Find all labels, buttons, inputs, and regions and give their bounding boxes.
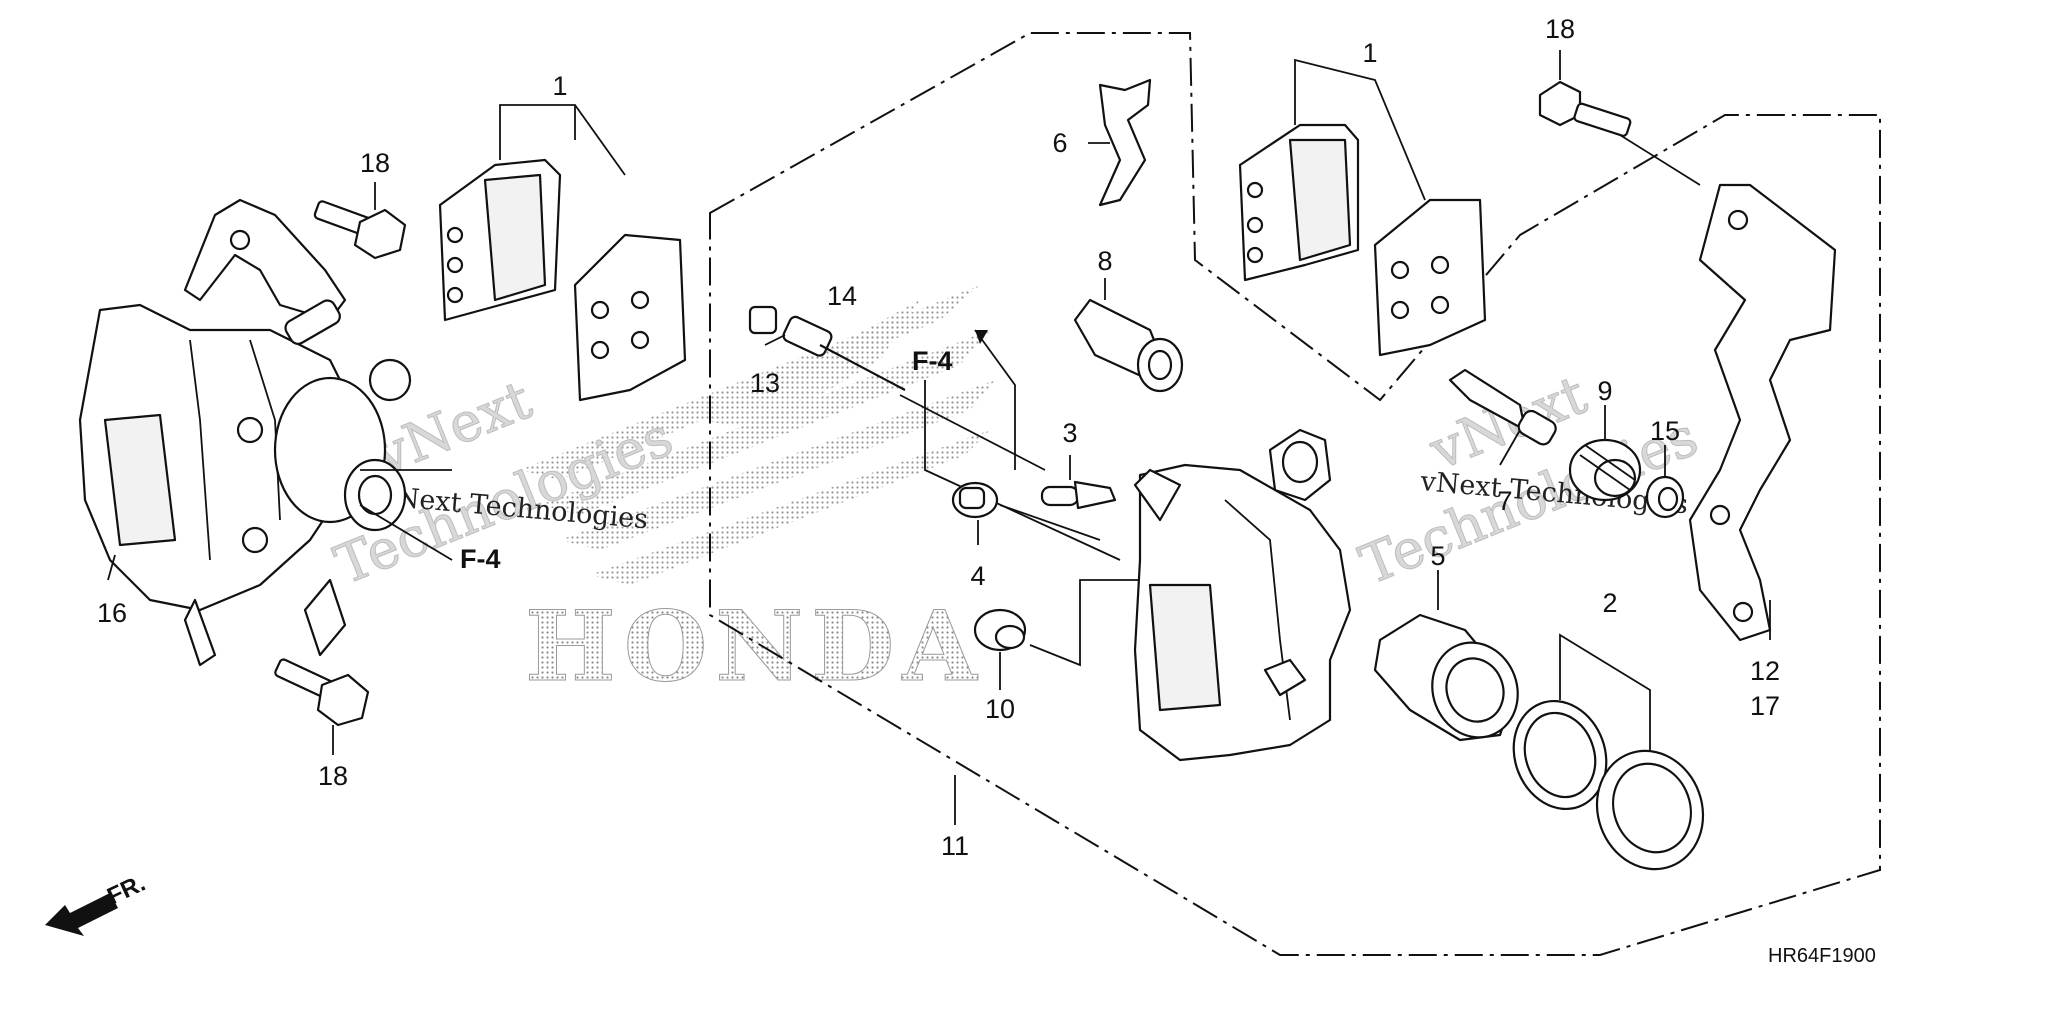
callout-9: 9 — [1597, 376, 1612, 406]
piston-5 — [1373, 613, 1519, 742]
bolt-18-top-right — [1538, 80, 1701, 186]
slide-pin-8 — [1073, 298, 1184, 393]
assembly-boundary-11 — [709, 32, 1881, 956]
bolt-18-lower-left — [274, 658, 370, 727]
callout-13: 13 — [750, 368, 780, 398]
bleeder-3 — [1040, 480, 1117, 510]
bush-10 — [973, 579, 1150, 667]
front-direction-marker: FR. — [45, 870, 150, 936]
callout-18-lower-left: 18 — [318, 761, 348, 791]
pad-spring-6 — [1098, 78, 1152, 207]
ring-15 — [1645, 475, 1685, 519]
ref-label-f4-center: F-4 — [912, 346, 953, 376]
callout-1-right: 1 — [1362, 38, 1377, 68]
callout-11: 11 — [941, 831, 969, 861]
callout-15: 15 — [1650, 416, 1680, 446]
callout-16: 16 — [97, 598, 127, 628]
callout-10: 10 — [985, 694, 1015, 724]
caliper-body-11 — [1133, 428, 1352, 762]
leader-lines — [107, 50, 1666, 825]
callout-12: 12 — [1750, 656, 1780, 686]
boot-9 — [1568, 438, 1642, 502]
callout-2: 2 — [1602, 588, 1617, 618]
honda-wing-watermark — [520, 285, 995, 585]
slide-pin-7 — [1448, 368, 1557, 446]
f4-reference-arrow — [924, 329, 1121, 561]
brake-pads-right — [1238, 58, 1487, 357]
callouts: 1 18 16 18 13 14 6 8 3 4 10 11 1 18 7 9 … — [97, 14, 1780, 861]
boot-cap-13 — [748, 305, 778, 335]
left-caliper-assembly — [78, 198, 453, 667]
bleeder-cap-4 — [951, 481, 1101, 541]
callout-3: 3 — [1062, 418, 1077, 448]
callout-8: 8 — [1097, 246, 1112, 276]
callout-1-left: 1 — [552, 71, 567, 101]
piston-seals-2 — [1512, 633, 1705, 871]
brake-pads-left — [438, 104, 687, 402]
callout-7: 7 — [1497, 486, 1512, 516]
callout-4: 4 — [970, 561, 985, 591]
callout-18-upper-left: 18 — [360, 148, 390, 178]
callout-17: 17 — [1750, 691, 1780, 721]
callout-18-top-right: 18 — [1545, 14, 1575, 44]
callout-6: 6 — [1052, 128, 1067, 158]
bracket-12-17 — [1688, 183, 1837, 642]
callout-14: 14 — [827, 281, 857, 311]
honda-brand-watermark: HONDA — [525, 590, 985, 703]
bolt-18-upper-left — [313, 200, 407, 260]
callout-5: 5 — [1430, 541, 1445, 571]
diagram-code: HR64F1900 — [1768, 945, 1876, 967]
ref-label-f4-left: F-4 — [460, 544, 501, 574]
